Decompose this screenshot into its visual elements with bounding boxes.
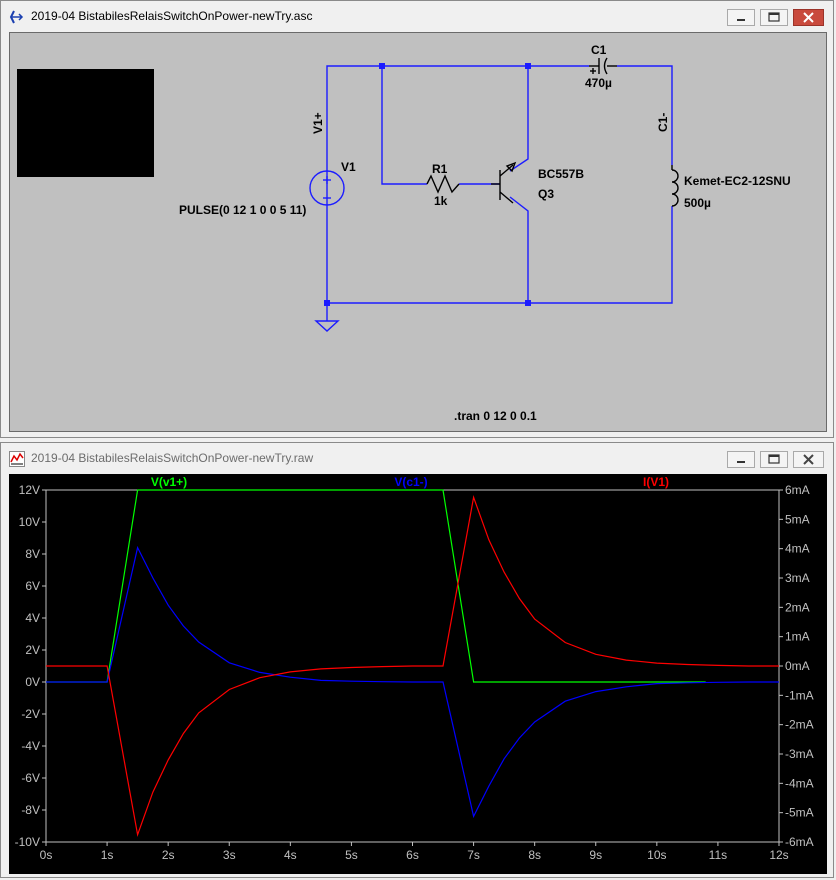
v1-value-label: PULSE(0 12 1 0 0 5 11) <box>179 203 306 217</box>
r1-value-label: 1k <box>434 194 448 208</box>
trace-line <box>46 494 779 838</box>
c1-value-label: 470µ <box>585 76 612 90</box>
left-axis-tick-label: 4V <box>25 611 40 625</box>
x-axis-tick-label: 2s <box>162 848 175 862</box>
schematic-window[interactable]: 2019-04 BistabilesRelaisSwitchOnPower-ne… <box>0 0 834 438</box>
left-axis-tick-label: 0V <box>25 675 40 689</box>
waveform-plot: 12V 10V 8V 6V 4V 2V 0V -2V -4V -6V -8V -10V 6mA 5mA 4… <box>15 475 814 862</box>
relay-coil-symbol <box>671 165 679 207</box>
x-axis-tick-label: 6s <box>406 848 419 862</box>
maximize-icon <box>768 454 780 464</box>
x-axis-tick-label: 11s <box>709 848 727 862</box>
right-axis-tick-label: 3mA <box>785 571 810 585</box>
trace-line <box>46 489 706 683</box>
trace-legend: V(v1+) V(c1-) I(V1) <box>151 475 669 489</box>
traces <box>46 489 779 838</box>
x-axis-tick-label: 8s <box>528 848 541 862</box>
left-axis-tick-label: 8V <box>25 547 40 561</box>
minimize-button[interactable] <box>727 9 755 26</box>
trace-legend-label[interactable]: V(c1-) <box>394 475 427 489</box>
close-icon <box>803 454 814 465</box>
right-axis: 6mA 5mA 4mA 3mA 2mA 1mA 0mA -1mA -2mA -3mA -4mA -5m… <box>779 483 814 849</box>
junction-dots <box>324 63 531 306</box>
right-axis-tick-label: 5mA <box>785 512 810 526</box>
trace-legend-label[interactable]: V(v1+) <box>151 475 187 489</box>
q3-transistor-symbol <box>491 161 517 204</box>
trace-legend-label[interactable]: I(V1) <box>643 475 669 489</box>
q3-model-label: BC557B <box>538 167 584 181</box>
left-axis-tick-label: 10V <box>19 515 40 529</box>
ground-symbol <box>314 320 340 332</box>
maximize-button[interactable] <box>760 9 788 26</box>
schematic-titlebar[interactable]: 2019-04 BistabilesRelaisSwitchOnPower-ne… <box>1 1 833 31</box>
x-axis-tick-label: 4s <box>284 848 297 862</box>
x-axis-tick-label: 3s <box>223 848 236 862</box>
x-axis-tick-label: 5s <box>345 848 358 862</box>
c1-capacitor-symbol <box>589 57 617 75</box>
wires <box>326 65 673 321</box>
right-axis-tick-label: -1mA <box>785 688 814 702</box>
r1-resistor-symbol <box>426 174 460 194</box>
right-axis-tick-label: -6mA <box>785 835 814 849</box>
waveform-window[interactable]: 2019-04 BistabilesRelaisSwitchOnPower-ne… <box>0 442 834 878</box>
net-label-v1-plus: V1+ <box>311 112 325 134</box>
schematic-drawing: V1+ C1- V1 PULSE(0 12 1 0 0 5 11) R1 1k … <box>17 43 791 423</box>
waveform-plot-area[interactable]: 12V 10V 8V 6V 4V 2V 0V -2V -4V -6V -8V -10V 6mA 5mA 4… <box>9 474 827 874</box>
waveform-viewer-icon <box>9 451 25 467</box>
right-axis-tick-label: -5mA <box>785 806 814 820</box>
left-axis-tick-label: -2V <box>21 707 40 721</box>
spice-directive: .tran 0 12 0 0.1 <box>454 409 537 423</box>
left-axis-tick-label: -10V <box>15 835 40 849</box>
relay-value-label: 500µ <box>684 196 711 210</box>
waveform-maximize-button[interactable] <box>760 451 788 468</box>
right-axis-tick-label: 1mA <box>785 630 810 644</box>
schematic-canvas[interactable]: V1+ C1- V1 PULSE(0 12 1 0 0 5 11) R1 1k … <box>9 32 827 432</box>
x-axis-tick-label: 1s <box>101 848 114 862</box>
x-axis-tick-label: 10s <box>647 848 666 862</box>
left-axis-tick-label: 2V <box>25 643 40 657</box>
right-axis-tick-label: -2mA <box>785 718 814 732</box>
right-axis-tick-label: -4mA <box>785 776 814 790</box>
right-axis-tick-label: 4mA <box>785 542 810 556</box>
left-axis-tick-label: 6V <box>25 579 40 593</box>
waveform-titlebar[interactable]: 2019-04 BistabilesRelaisSwitchOnPower-ne… <box>1 443 833 473</box>
right-axis-tick-label: 0mA <box>785 659 810 673</box>
ltspice-schematic-icon <box>9 10 24 24</box>
q3-name-label: Q3 <box>538 187 554 201</box>
relay-name-label: Kemet-EC2-12SNU <box>684 174 791 188</box>
r1-name-label: R1 <box>432 162 448 176</box>
left-axis-tick-label: -6V <box>21 771 40 785</box>
maximize-icon <box>768 12 780 22</box>
c1-name-label: C1 <box>591 43 607 57</box>
x-axis: 0s 1s 2s 3s 4s 5s 6s 7s 8s 9s 10s 11s 12s <box>40 842 789 862</box>
trace-line <box>46 545 779 819</box>
left-axis-tick-label: 12V <box>19 483 40 497</box>
waveform-close-button[interactable] <box>793 451 824 468</box>
black-image-block <box>17 69 154 177</box>
minimize-icon <box>737 461 745 463</box>
waveform-minimize-button[interactable] <box>727 451 755 468</box>
left-axis: 12V 10V 8V 6V 4V 2V 0V -2V -4V -6V -8V -10V <box>15 483 46 849</box>
schematic-title: 2019-04 BistabilesRelaisSwitchOnPower-ne… <box>31 9 313 23</box>
minimize-icon <box>737 19 745 21</box>
x-axis-tick-label: 7s <box>467 848 480 862</box>
x-axis-tick-label: 9s <box>589 848 602 862</box>
x-axis-tick-label: 0s <box>40 848 53 862</box>
waveform-title: 2019-04 BistabilesRelaisSwitchOnPower-ne… <box>31 451 314 465</box>
close-icon <box>803 12 814 23</box>
x-axis-tick-label: 12s <box>769 848 788 862</box>
left-axis-tick-label: -4V <box>21 739 40 753</box>
v1-source-symbol <box>309 170 345 206</box>
right-axis-tick-label: 6mA <box>785 483 810 497</box>
right-axis-tick-label: 2mA <box>785 600 810 614</box>
close-button[interactable] <box>793 9 824 26</box>
right-axis-tick-label: -3mA <box>785 747 814 761</box>
left-axis-tick-label: -8V <box>21 803 40 817</box>
net-label-c1-minus: C1- <box>656 113 670 132</box>
v1-name-label: V1 <box>341 160 356 174</box>
